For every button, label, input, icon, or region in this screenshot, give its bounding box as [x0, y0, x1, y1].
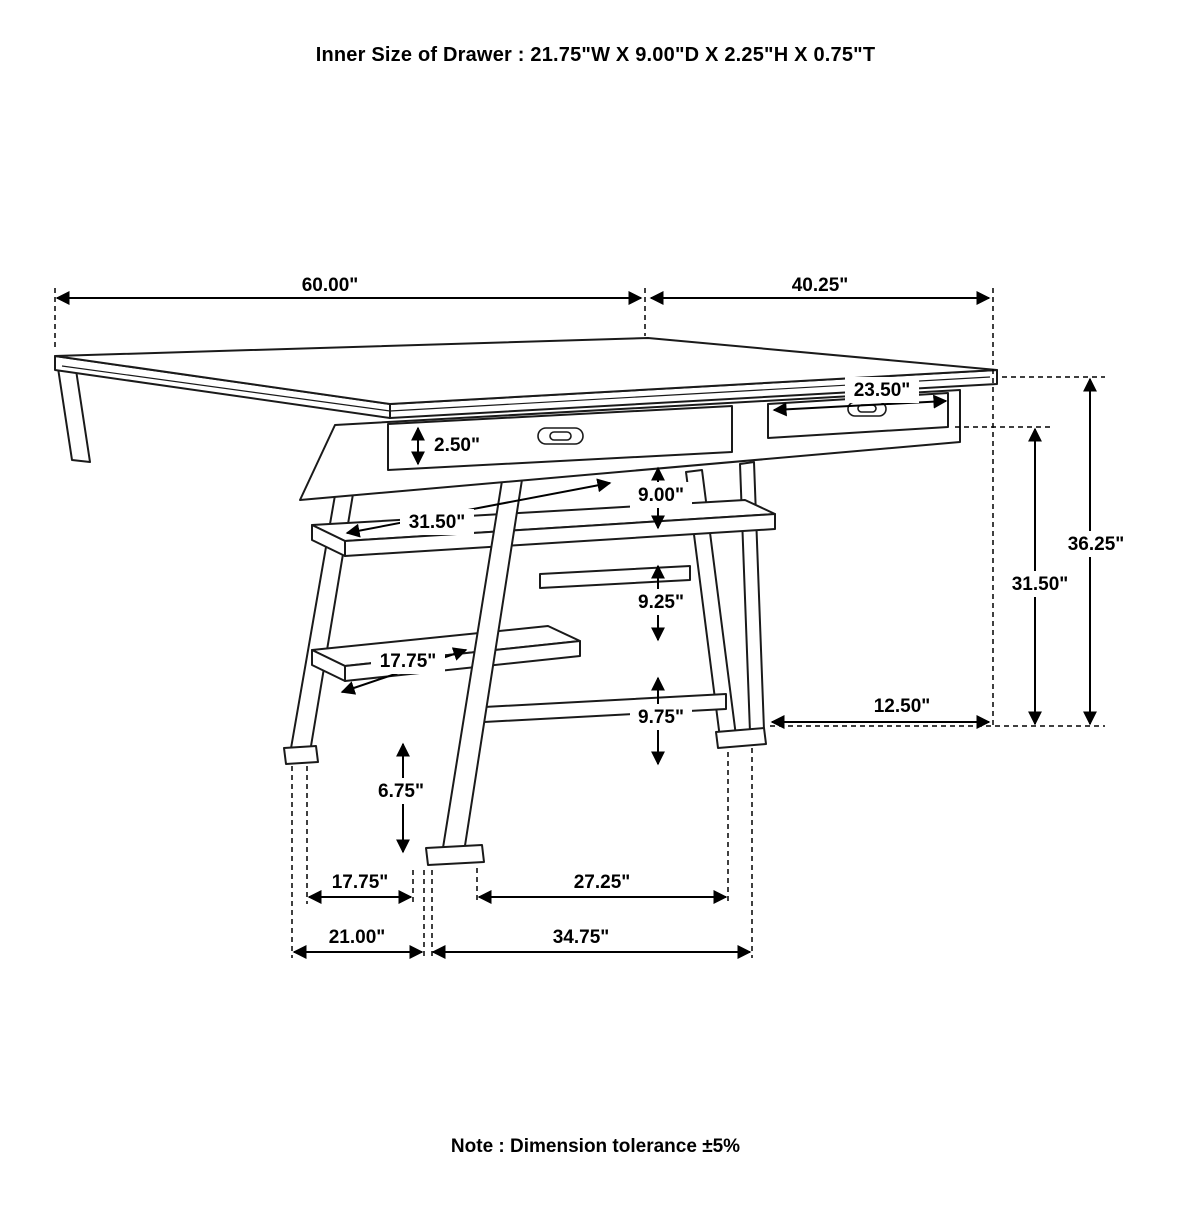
- tolerance-note: Note : Dimension tolerance ±5%: [450, 1136, 741, 1157]
- upper-shelf-endcap: [311, 524, 346, 557]
- top-surface: [54, 337, 998, 405]
- back-left-foot: [283, 745, 319, 765]
- dim-label-apron-to-upper-shelf: 9.00": [638, 485, 684, 506]
- dim-label-lower-shelf-to-stretcher: 9.75": [638, 707, 684, 728]
- dim-label-shelf-spacing: 9.25": [638, 592, 684, 613]
- dim-label-overall-height: 36.25": [1068, 534, 1125, 555]
- front-left-foot: [425, 844, 485, 866]
- dim-label-bg: [427, 432, 487, 458]
- dim-label-left-feet-outer: 21.00": [329, 927, 386, 948]
- dim-label-bg: [630, 482, 692, 508]
- dim-label-front-feet-inner: 27.25": [574, 872, 631, 893]
- dim-label-bg: [630, 589, 692, 615]
- front-drawer-handle-inner: [549, 431, 572, 441]
- tabletop: [54, 337, 998, 501]
- back-left-leg: [289, 475, 357, 755]
- left-corner-post: [57, 367, 91, 463]
- lower-shelf: [311, 625, 581, 682]
- dim-label-top-depth: 40.25": [792, 275, 849, 296]
- dim-label-drawer-front-height: 2.50": [434, 435, 480, 456]
- page-title: Inner Size of Drawer : 21.75"W X 9.00"D …: [315, 44, 876, 66]
- dim-label-top-length: 60.00": [302, 275, 359, 296]
- edge-bevel-line: [61, 365, 991, 412]
- dim-label-bg: [845, 377, 919, 403]
- dim-label-bg: [370, 778, 432, 804]
- dim-label-backgrounds: [370, 377, 1133, 804]
- dim-label-left-feet-inner: 17.75": [332, 872, 389, 893]
- table-drawing: [54, 337, 998, 866]
- dim-label-bg: [1003, 571, 1077, 597]
- dim-label-bg: [400, 509, 474, 535]
- dim-label-front-leg-bottom: 6.75": [378, 781, 424, 802]
- dim-label-upper-shelf-length: 31.50": [409, 512, 466, 533]
- upper-stretcher: [539, 565, 691, 589]
- dim-arrow-upper-shelf-length: [345, 478, 612, 538]
- dim-label-bg: [1059, 531, 1133, 557]
- dimension-labels: 60.00" 40.25" 23.50" 2.50" 9.00" 31.50" …: [302, 275, 1125, 948]
- dim-label-bg: [371, 648, 445, 674]
- dim-label-bg: [630, 704, 692, 730]
- dimension-arrows: [55, 291, 1097, 959]
- dim-label-right-leg-inset: 12.50": [874, 696, 931, 717]
- right-foot: [715, 727, 767, 749]
- dim-label-lower-shelf-length: 17.75": [380, 651, 437, 672]
- dim-label-front-feet-outer: 34.75": [553, 927, 610, 948]
- dim-label-floor-to-apron: 31.50": [1012, 574, 1069, 595]
- dim-label-right-drawer-width: 23.50": [854, 380, 911, 401]
